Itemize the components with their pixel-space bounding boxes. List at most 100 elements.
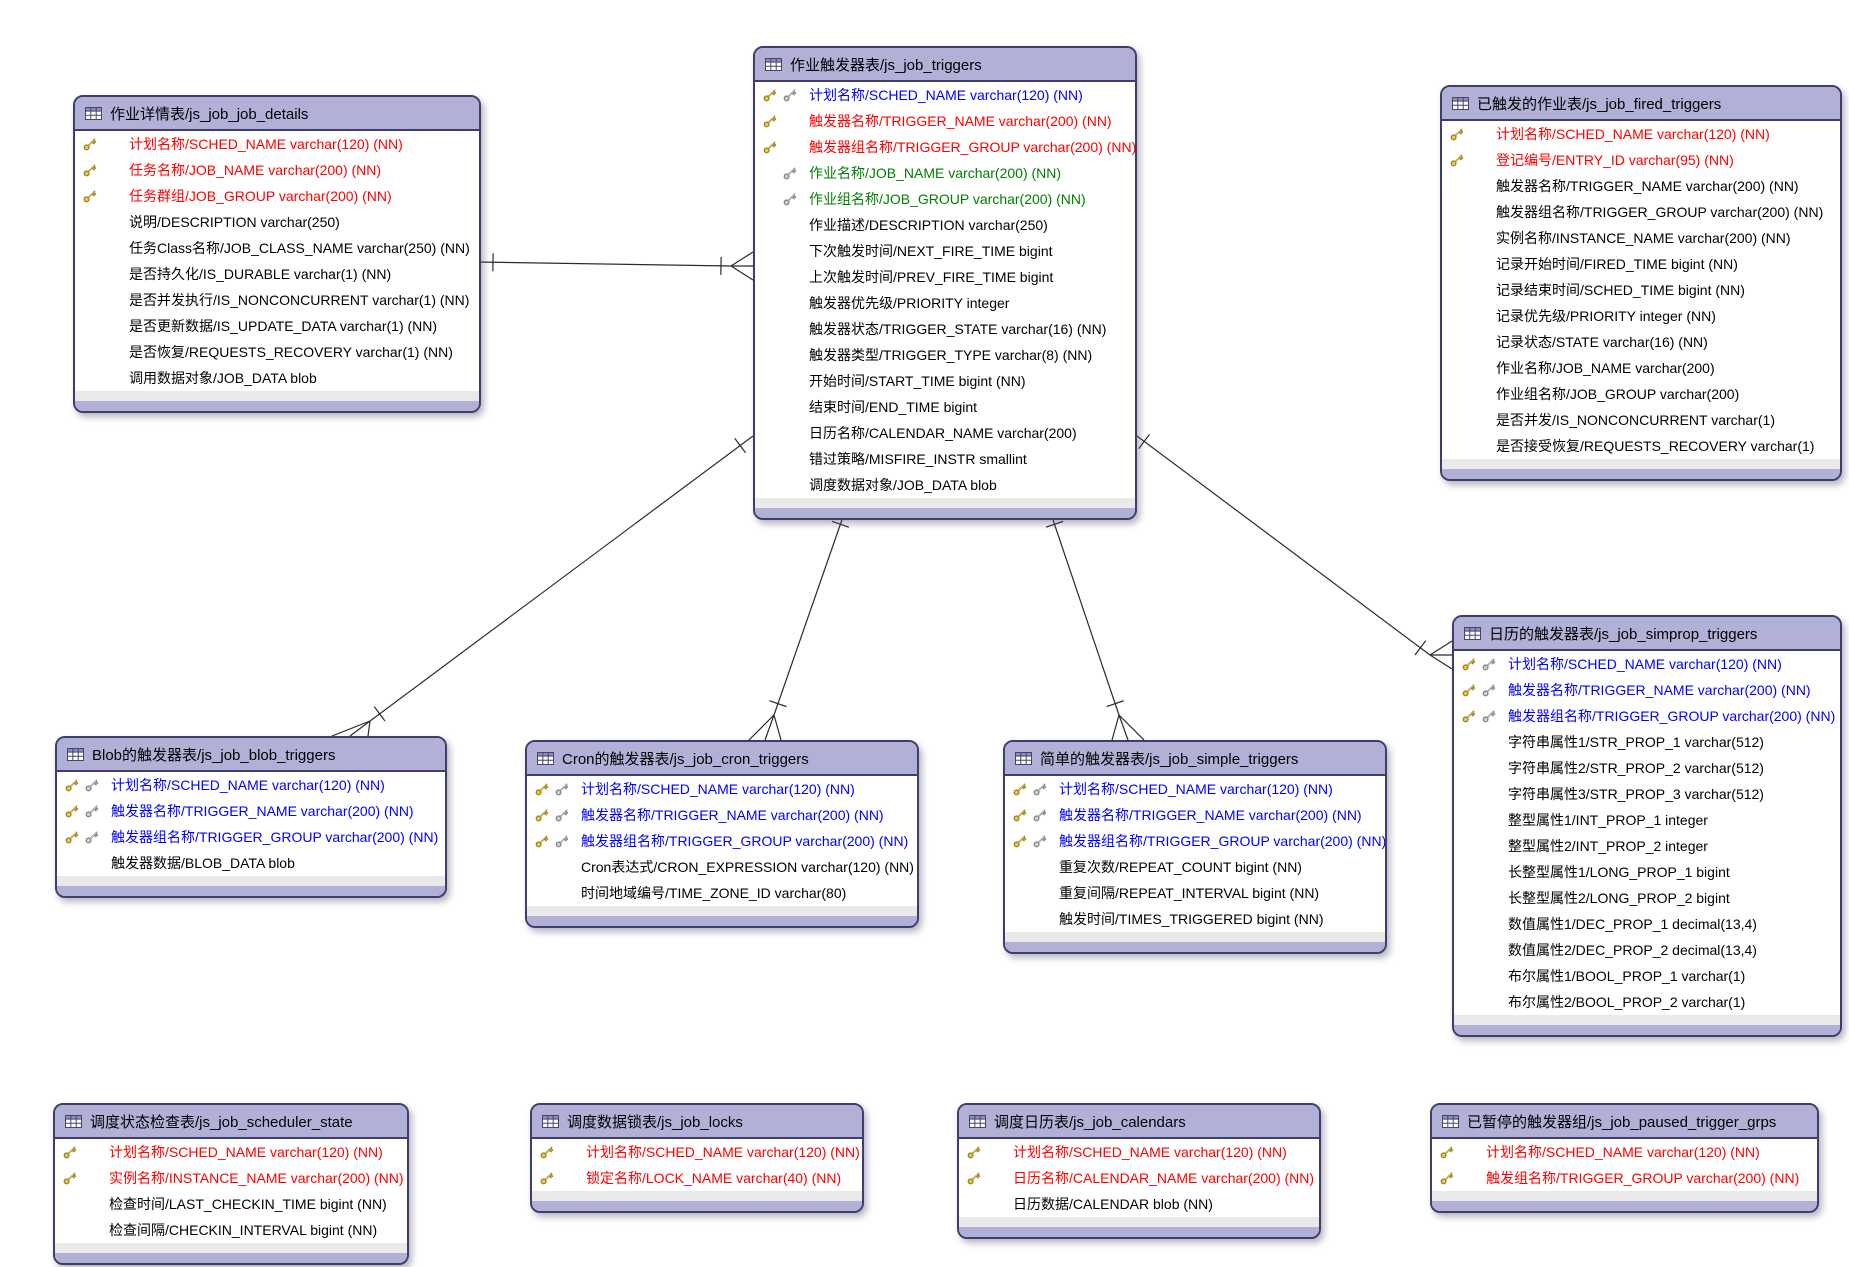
field-row[interactable]: 调用数据对象/JOB_DATA blob (75, 365, 479, 391)
relationship-js_job_triggers-js_job_blob_triggers[interactable] (331, 435, 754, 737)
field-row[interactable]: 日历数据/CALENDAR blob (NN) (959, 1191, 1319, 1217)
field-row[interactable]: 布尔属性1/BOOL_PROP_1 varchar(1) (1454, 963, 1840, 989)
table-header[interactable]: 作业详情表/js_job_job_details (75, 97, 479, 131)
table-header[interactable]: 调度数据锁表/js_job_locks (532, 1105, 862, 1139)
field-row[interactable]: 下次触发时间/NEXT_FIRE_TIME bigint (755, 238, 1135, 264)
field-row[interactable]: 是否持久化/IS_DURABLE varchar(1) (NN) (75, 261, 479, 287)
field-row[interactable]: 日历名称/CALENDAR_NAME varchar(200) (755, 420, 1135, 446)
field-row[interactable]: 触发器名称/TRIGGER_NAME varchar(200) (NN) (527, 802, 917, 828)
field-row[interactable]: 检查时间/LAST_CHECKIN_TIME bigint (NN) (55, 1191, 407, 1217)
field-row[interactable]: 记录优先级/PRIORITY integer (NN) (1442, 303, 1840, 329)
field-row[interactable]: 触发器名称/TRIGGER_NAME varchar(200) (NN) (1442, 173, 1840, 199)
field-row[interactable]: 触发器名称/TRIGGER_NAME varchar(200) (NN) (1454, 677, 1840, 703)
field-row[interactable]: 是否并发/IS_NONCONCURRENT varchar(1) (1442, 407, 1840, 433)
field-row[interactable]: 触发器组名称/TRIGGER_GROUP varchar(200) (NN) (527, 828, 917, 854)
field-row[interactable]: 登记编号/ENTRY_ID varchar(95) (NN) (1442, 147, 1840, 173)
field-row[interactable]: 记录开始时间/FIRED_TIME bigint (NN) (1442, 251, 1840, 277)
field-row[interactable]: 开始时间/START_TIME bigint (NN) (755, 368, 1135, 394)
field-row[interactable]: Cron表达式/CRON_EXPRESSION varchar(120) (NN… (527, 854, 917, 880)
table-header[interactable]: 已触发的作业表/js_job_fired_triggers (1442, 87, 1840, 121)
field-row[interactable]: 计划名称/SCHED_NAME varchar(120) (NN) (959, 1139, 1319, 1165)
field-row[interactable]: 记录结束时间/SCHED_TIME bigint (NN) (1442, 277, 1840, 303)
field-row[interactable]: 计划名称/SCHED_NAME varchar(120) (NN) (527, 776, 917, 802)
field-row[interactable]: 任务Class名称/JOB_CLASS_NAME varchar(250) (N… (75, 235, 479, 261)
field-row[interactable]: 触发器优先级/PRIORITY integer (755, 290, 1135, 316)
field-row[interactable]: 触发器组名称/TRIGGER_GROUP varchar(200) (NN) (1005, 828, 1385, 854)
field-row[interactable]: 是否并发执行/IS_NONCONCURRENT varchar(1) (NN) (75, 287, 479, 313)
field-row[interactable]: 长整型属性1/LONG_PROP_1 bigint (1454, 859, 1840, 885)
table-header[interactable]: 调度状态检查表/js_job_scheduler_state (55, 1105, 407, 1139)
field-row[interactable]: 触发器组名称/TRIGGER_GROUP varchar(200) (NN) (755, 134, 1135, 160)
field-row[interactable]: 计划名称/SCHED_NAME varchar(120) (NN) (1432, 1139, 1817, 1165)
table-header[interactable]: 作业触发器表/js_job_triggers (755, 48, 1135, 82)
table-header[interactable]: Blob的触发器表/js_job_blob_triggers (57, 738, 445, 772)
field-row[interactable]: 整型属性2/INT_PROP_2 integer (1454, 833, 1840, 859)
field-row[interactable]: 是否恢复/REQUESTS_RECOVERY varchar(1) (NN) (75, 339, 479, 365)
field-row[interactable]: 计划名称/SCHED_NAME varchar(120) (NN) (55, 1139, 407, 1165)
field-row[interactable]: 检查间隔/CHECKIN_INTERVAL bigint (NN) (55, 1217, 407, 1243)
field-row[interactable]: 触发器组名称/TRIGGER_GROUP varchar(200) (NN) (1442, 199, 1840, 225)
field-row[interactable]: 计划名称/SCHED_NAME varchar(120) (NN) (532, 1139, 862, 1165)
field-row[interactable]: 触发器组名称/TRIGGER_GROUP varchar(200) (NN) (1454, 703, 1840, 729)
field-row[interactable]: 说明/DESCRIPTION varchar(250) (75, 209, 479, 235)
field-row[interactable]: 作业组名称/JOB_GROUP varchar(200) (NN) (755, 186, 1135, 212)
field-row[interactable]: 计划名称/SCHED_NAME varchar(120) (NN) (75, 131, 479, 157)
field-row[interactable]: 锁定名称/LOCK_NAME varchar(40) (NN) (532, 1165, 862, 1191)
field-row[interactable]: 触发器状态/TRIGGER_STATE varchar(16) (NN) (755, 316, 1135, 342)
field-row[interactable]: 作业组名称/JOB_GROUP varchar(200) (1442, 381, 1840, 407)
field-row[interactable]: 触发器名称/TRIGGER_NAME varchar(200) (NN) (755, 108, 1135, 134)
relationship-js_job_job_details-js_job_triggers[interactable] (476, 251, 754, 281)
field-row[interactable]: 任务名称/JOB_NAME varchar(200) (NN) (75, 157, 479, 183)
field-row[interactable]: 字符串属性1/STR_PROP_1 varchar(512) (1454, 729, 1840, 755)
field-row[interactable]: 整型属性1/INT_PROP_1 integer (1454, 807, 1840, 833)
field-row[interactable]: 错过策略/MISFIRE_INSTR smallint (755, 446, 1135, 472)
field-row[interactable]: 作业描述/DESCRIPTION varchar(250) (755, 212, 1135, 238)
field-row[interactable]: 重复次数/REPEAT_COUNT bigint (NN) (1005, 854, 1385, 880)
field-row[interactable]: 计划名称/SCHED_NAME varchar(120) (NN) (57, 772, 445, 798)
field-row[interactable]: 触发器类型/TRIGGER_TYPE varchar(8) (NN) (755, 342, 1135, 368)
relationship-js_job_triggers-js_job_simprop_triggers[interactable] (1132, 432, 1453, 670)
field-row[interactable]: 任务群组/JOB_GROUP varchar(200) (NN) (75, 183, 479, 209)
field-row[interactable]: 重复间隔/REPEAT_INTERVAL bigint (NN) (1005, 880, 1385, 906)
table-header[interactable]: 调度日历表/js_job_calendars (959, 1105, 1319, 1139)
field-row[interactable]: 计划名称/SCHED_NAME varchar(120) (NN) (1005, 776, 1385, 802)
field-row[interactable]: 记录状态/STATE varchar(16) (NN) (1442, 329, 1840, 355)
field-row[interactable]: 日历名称/CALENDAR_NAME varchar(200) (NN) (959, 1165, 1319, 1191)
field-row[interactable]: 是否更新数据/IS_UPDATE_DATA varchar(1) (NN) (75, 313, 479, 339)
field-row[interactable]: 时间地域编号/TIME_ZONE_ID varchar(80) (527, 880, 917, 906)
relationship-js_job_triggers-js_job_cron_triggers[interactable] (748, 510, 850, 741)
table-header[interactable]: 日历的触发器表/js_job_simprop_triggers (1454, 617, 1840, 651)
field-row[interactable]: 触发时间/TIMES_TRIGGERED bigint (NN) (1005, 906, 1385, 932)
field-row[interactable]: 实例名称/INSTANCE_NAME varchar(200) (NN) (1442, 225, 1840, 251)
field-row[interactable]: 数值属性1/DEC_PROP_1 decimal(13,4) (1454, 911, 1840, 937)
table-header[interactable]: 已暂停的触发器组/js_job_paused_trigger_grps (1432, 1105, 1817, 1139)
field-row[interactable]: 作业名称/JOB_NAME varchar(200) (1442, 355, 1840, 381)
field-row[interactable]: 触发器数据/BLOB_DATA blob (57, 850, 445, 876)
field-row[interactable]: 数值属性2/DEC_PROP_2 decimal(13,4) (1454, 937, 1840, 963)
field-row[interactable]: 触发器名称/TRIGGER_NAME varchar(200) (NN) (1005, 802, 1385, 828)
field-row[interactable]: 字符串属性2/STR_PROP_2 varchar(512) (1454, 755, 1840, 781)
field-row[interactable]: 计划名称/SCHED_NAME varchar(120) (NN) (1442, 121, 1840, 147)
field-row[interactable]: 长整型属性2/LONG_PROP_2 bigint (1454, 885, 1840, 911)
field-row[interactable]: 调度数据对象/JOB_DATA blob (755, 472, 1135, 498)
field-row[interactable]: 字符串属性3/STR_PROP_3 varchar(512) (1454, 781, 1840, 807)
relationship-js_job_triggers-js_job_simple_triggers[interactable] (1045, 510, 1145, 741)
field-row[interactable]: 结束时间/END_TIME bigint (755, 394, 1135, 420)
field-row[interactable]: 触发组名称/TRIGGER_GROUP varchar(200) (NN) (1432, 1165, 1817, 1191)
field-row[interactable]: 上次触发时间/PREV_FIRE_TIME bigint (755, 264, 1135, 290)
field-row[interactable]: 计划名称/SCHED_NAME varchar(120) (NN) (1454, 651, 1840, 677)
field-row[interactable]: 是否接受恢复/REQUESTS_RECOVERY varchar(1) (1442, 433, 1840, 459)
field-row[interactable]: 实例名称/INSTANCE_NAME varchar(200) (NN) (55, 1165, 407, 1191)
field-row[interactable]: 触发器组名称/TRIGGER_GROUP varchar(200) (NN) (57, 824, 445, 850)
